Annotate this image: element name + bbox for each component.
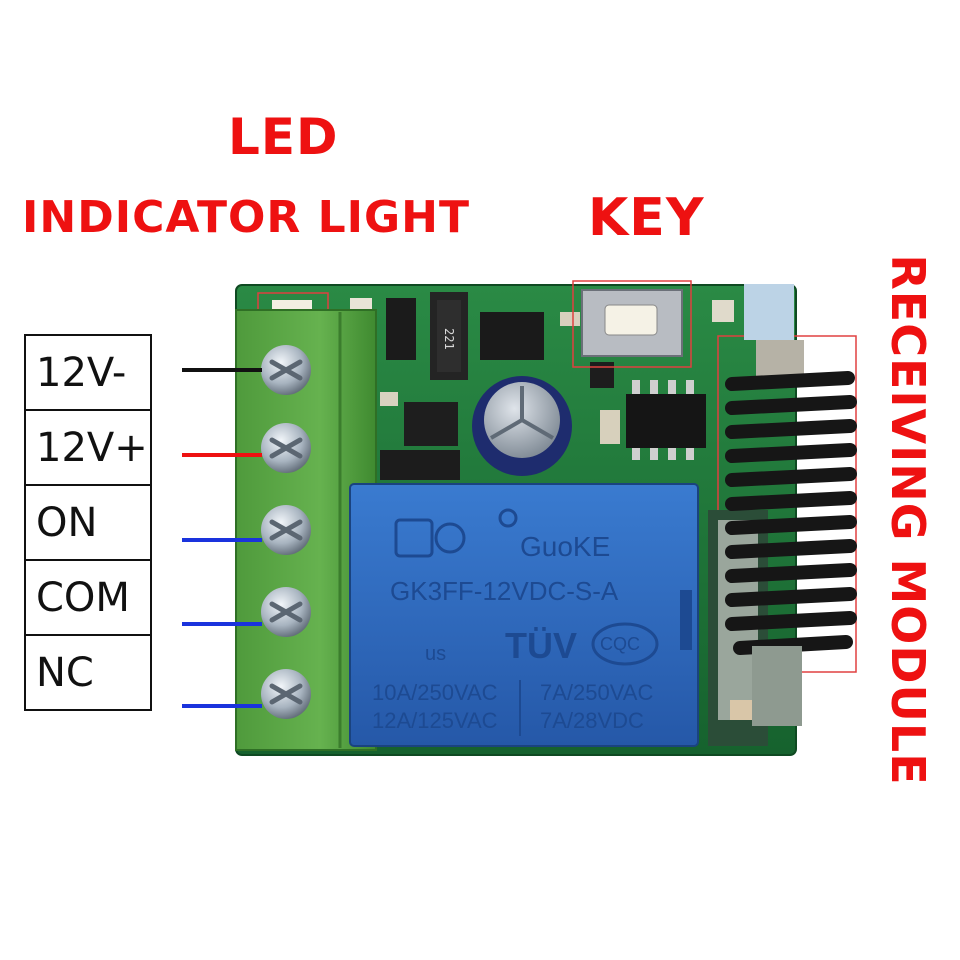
relay-cert-cqc: CQC	[600, 634, 640, 654]
key-callout: KEY	[588, 188, 705, 248]
terminal-label: 12V-	[24, 334, 152, 411]
ul-mark	[434, 522, 466, 554]
terminal-label: 12V+	[24, 409, 152, 486]
led-callout: LED	[228, 108, 339, 166]
indicator-light-callout: INDICATOR LIGHT	[22, 192, 470, 243]
cqc-mark	[591, 622, 659, 666]
relay-cert-tuv: TÜV	[505, 625, 577, 666]
ic-chip	[626, 394, 706, 448]
terminal-label: NC	[24, 634, 152, 711]
ce-mark	[394, 518, 434, 558]
terminal-label-table: 12V- 12V+ ON COM NC	[24, 334, 152, 711]
terminal-label: COM	[24, 559, 152, 636]
relay-brand: GuoKE	[520, 531, 610, 562]
chip-marking: 221	[442, 328, 456, 350]
key-highlight-box	[572, 280, 692, 368]
relay-model: GK3FF-12VDC-S-A	[390, 576, 619, 606]
relay-rating-right-2: 7A/28VDC	[540, 708, 644, 733]
relay-cert-us: us	[425, 643, 446, 665]
registered-mark	[498, 508, 518, 528]
key-switch	[581, 289, 683, 357]
antenna-coil	[725, 371, 857, 655]
relay-rating-left-2: 12A/125VAC	[372, 708, 498, 733]
relay-rating-left-1: 10A/250VAC	[372, 680, 498, 705]
terminal-label: ON	[24, 484, 152, 561]
relay-rating-right-1: 7A/250VAC	[540, 680, 653, 705]
relay	[350, 484, 698, 746]
